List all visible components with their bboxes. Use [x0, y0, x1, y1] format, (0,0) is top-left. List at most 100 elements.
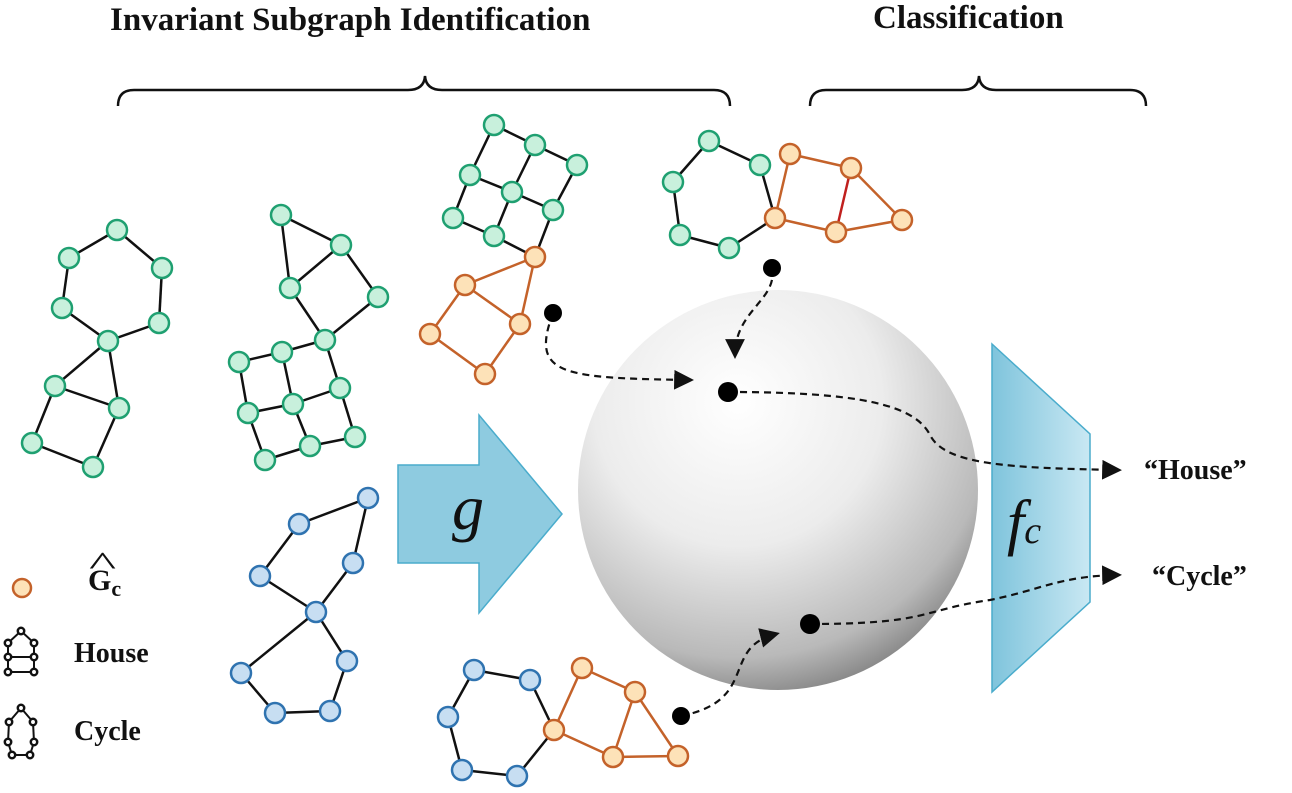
graph-edge: [106, 340, 121, 409]
graph-node: [11, 577, 33, 599]
graph-node: [29, 667, 39, 677]
graph-node: [453, 273, 477, 297]
flow-latent-to-cycle: [809, 565, 1122, 626]
graph-node: [508, 312, 532, 336]
graph-node: [601, 745, 625, 769]
graph-node: [328, 376, 352, 400]
classifier-symbol: fc: [1007, 492, 1041, 554]
graph-node: [147, 311, 171, 335]
flow-top-graph-to-latent: [544, 312, 694, 390]
flow-bottom-graph-to-latent: [680, 628, 780, 718]
graph-top-right-cycle-house: [661, 129, 914, 260]
graph-node: [105, 218, 129, 242]
graph-node: [29, 638, 39, 648]
graph-node: [458, 163, 482, 187]
graph-edge: [240, 611, 317, 674]
graph-node: [96, 329, 120, 353]
graph-edge: [633, 691, 680, 757]
legend-invariant-g: G: [88, 564, 112, 597]
graph-node: [3, 737, 13, 747]
graph-node: [16, 626, 26, 636]
embedding-point: [672, 707, 690, 725]
graph-node: [441, 206, 465, 230]
graph-node: [518, 668, 542, 692]
graph-edge: [518, 256, 537, 325]
embedding-point: [763, 259, 781, 277]
graph-node: [697, 129, 721, 153]
graph-node: [253, 448, 277, 472]
legend-orange-node: [11, 577, 33, 599]
graph-node: [20, 431, 44, 455]
graph-node: [304, 600, 328, 624]
graph-node: [542, 718, 566, 742]
latent-point-cycle: [800, 614, 820, 634]
brace-classification: [808, 75, 1148, 107]
legend-invariant-hat: ^: [89, 546, 117, 583]
graph-node: [28, 717, 38, 727]
graph-node: [418, 322, 442, 346]
graph-node: [281, 392, 305, 416]
graph-node: [313, 328, 337, 352]
classifier-symbol-subscript: c: [1024, 510, 1042, 552]
graph-node: [329, 233, 353, 257]
graph-node: [269, 203, 293, 227]
graph-node: [248, 564, 272, 588]
legend-house-icon: [3, 626, 39, 677]
graph-node: [150, 256, 174, 280]
graph-node: [7, 750, 17, 760]
header-invariant-subgraph-identification: Invariant Subgraph Identification: [110, 2, 591, 38]
graph-node: [43, 374, 67, 398]
graph-node: [473, 362, 497, 386]
graph-node: [229, 661, 253, 685]
graph-node: [3, 638, 13, 648]
graph-edge: [54, 340, 109, 387]
legend-house-label: House: [74, 638, 149, 669]
graph-node: [505, 764, 529, 788]
graph-edge: [464, 255, 536, 287]
graph-node: [343, 425, 367, 449]
graph-blue-cycle-house: [229, 486, 380, 725]
graph-edge: [54, 384, 120, 410]
graph-node: [668, 223, 692, 247]
graph-node: [29, 737, 39, 747]
encoder-symbol: g: [452, 472, 484, 543]
graph-bottom-cycle-house: [436, 656, 690, 788]
graph-edge: [324, 296, 379, 341]
graph-node: [57, 246, 81, 270]
graph-node: [523, 133, 547, 157]
graph-node: [450, 758, 474, 782]
graph-node: [341, 551, 365, 575]
legend-cycle-icon: [3, 703, 39, 760]
graph-node: [623, 680, 647, 704]
graph-node: [824, 220, 848, 244]
latent-point-house: [718, 382, 738, 402]
graph-node: [270, 340, 294, 364]
graph-node: [29, 652, 39, 662]
graph-edge: [279, 214, 292, 289]
graph-node: [462, 658, 486, 682]
graph-node: [839, 156, 863, 180]
graph-edge: [850, 167, 903, 221]
graph-green-grid-triangle: [227, 203, 390, 472]
graph-node: [25, 750, 35, 760]
embedding-point: [544, 304, 562, 322]
output-label-cycle: “Cycle”: [1152, 561, 1247, 592]
classifier-block: [991, 342, 1091, 694]
header-classification: Classification: [873, 0, 1064, 36]
graph-node: [482, 224, 506, 248]
graph-edge: [298, 496, 369, 526]
classifier-symbol-f: f: [1007, 489, 1025, 557]
graph-node: [298, 434, 322, 458]
graph-edge: [429, 332, 486, 376]
graph-node: [482, 113, 506, 137]
encoder-arrow: [397, 412, 563, 616]
graph-node: [890, 208, 914, 232]
legend-cycle-label: Cycle: [74, 716, 141, 747]
graph-green-cycle-house: [20, 218, 174, 479]
graph-node: [500, 180, 524, 204]
graph-node: [227, 350, 251, 374]
graph-node: [4, 717, 14, 727]
graph-node: [318, 699, 342, 723]
graph-edge: [611, 691, 637, 758]
